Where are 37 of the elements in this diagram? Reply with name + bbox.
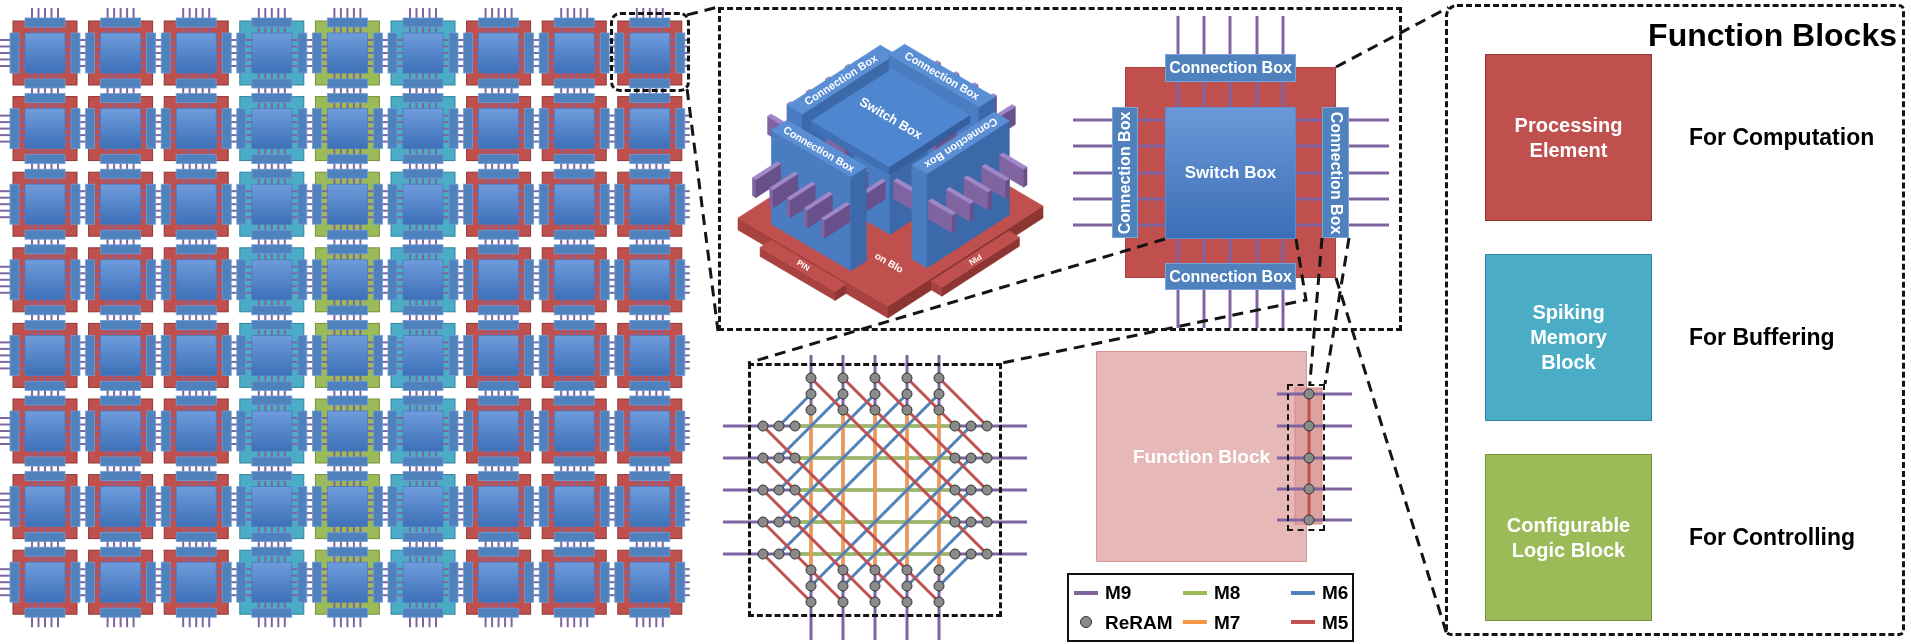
zoom-line — [1335, 6, 1450, 69]
legend-label: M7 — [1214, 612, 1241, 632]
zoom-line — [1001, 238, 1308, 365]
zoom-line — [1334, 277, 1449, 635]
connection-box — [1165, 263, 1296, 290]
zoom-line — [685, 88, 720, 332]
zoom-panel-frame — [748, 363, 1002, 617]
legend-label: M5 — [1322, 612, 1349, 632]
zoom-panel-frame — [718, 7, 1402, 331]
panel-title: Function Blocks — [1648, 19, 1897, 51]
connection-box — [1112, 107, 1138, 238]
block-description: For Buffering — [1689, 324, 1835, 351]
node-label: Connection Box — [1169, 268, 1292, 285]
connection-box — [1165, 54, 1296, 82]
part-label: PIN — [967, 252, 984, 267]
zoom-panel-frame — [1445, 4, 1905, 636]
legend-label: M8 — [1214, 583, 1241, 603]
block-description: For Controlling — [1689, 524, 1856, 551]
function-block-square — [1096, 351, 1307, 562]
legend-label: M9 — [1105, 583, 1132, 603]
part-label: PIN — [795, 259, 811, 273]
block-description: For Computation — [1689, 124, 1875, 151]
part-label: on Blo — [873, 250, 906, 275]
node-label: Function Block — [1132, 444, 1271, 469]
node-label: Spiking Memory Block — [1529, 300, 1608, 375]
zoom-line — [1308, 237, 1324, 385]
node-label: Connection Box — [1169, 60, 1292, 76]
node-label: Connection Box — [1117, 111, 1133, 234]
legend-label: M6 — [1322, 583, 1349, 603]
legend-label: ReRAM — [1105, 612, 1173, 632]
switch-box — [1165, 107, 1296, 239]
node-label: Connection Box — [1327, 111, 1344, 234]
node-label: Switch Box — [1184, 162, 1277, 184]
node-label: Processing Element — [1513, 112, 1624, 163]
node-label: Configurable Logic Block — [1505, 512, 1632, 563]
zoom-line — [1323, 237, 1351, 385]
connection-box — [1322, 107, 1349, 238]
